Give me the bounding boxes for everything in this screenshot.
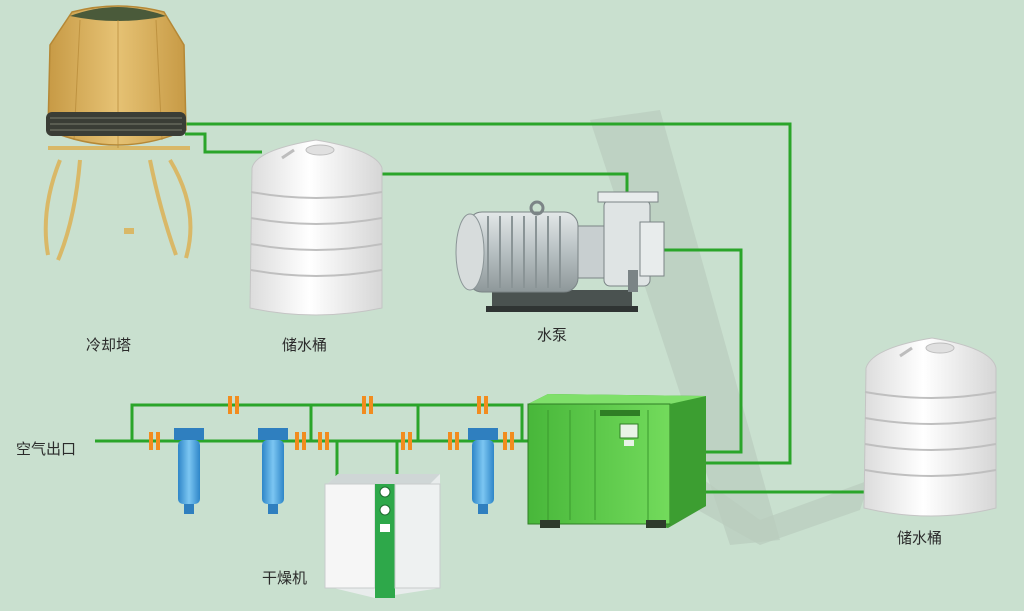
air-filter-icon bbox=[174, 428, 204, 514]
air-filter-icon bbox=[258, 428, 288, 514]
storage-tank-icon bbox=[863, 337, 997, 517]
dryer-label: 干燥机 bbox=[262, 569, 308, 587]
valve-icon bbox=[448, 432, 459, 450]
air-filter-icon bbox=[468, 428, 498, 514]
air-compressor-icon bbox=[527, 394, 706, 528]
cooling-tower-icon bbox=[43, 5, 193, 261]
storage-tank-icon bbox=[249, 139, 383, 316]
valve-icon bbox=[318, 432, 329, 450]
valve-icon bbox=[362, 396, 373, 414]
water-pipes bbox=[185, 122, 868, 494]
watermark-shape bbox=[680, 470, 870, 545]
valve-icon bbox=[401, 432, 412, 450]
valve-icon bbox=[503, 432, 514, 450]
valve-icon bbox=[228, 396, 239, 414]
valve-icon bbox=[149, 432, 160, 450]
water-pump-label: 水泵 bbox=[537, 326, 568, 344]
valves bbox=[149, 396, 514, 450]
valve-icon bbox=[477, 396, 488, 414]
cooling-tower-label: 冷却塔 bbox=[86, 336, 132, 354]
valve-icon bbox=[295, 432, 306, 450]
storage-tank-right-label: 储水桶 bbox=[897, 529, 943, 547]
air-outlet-label: 空气出口 bbox=[16, 440, 77, 458]
air-dryer-icon bbox=[324, 474, 441, 598]
water-pump-icon bbox=[455, 191, 665, 312]
storage-tank-top-label: 储水桶 bbox=[282, 336, 328, 354]
